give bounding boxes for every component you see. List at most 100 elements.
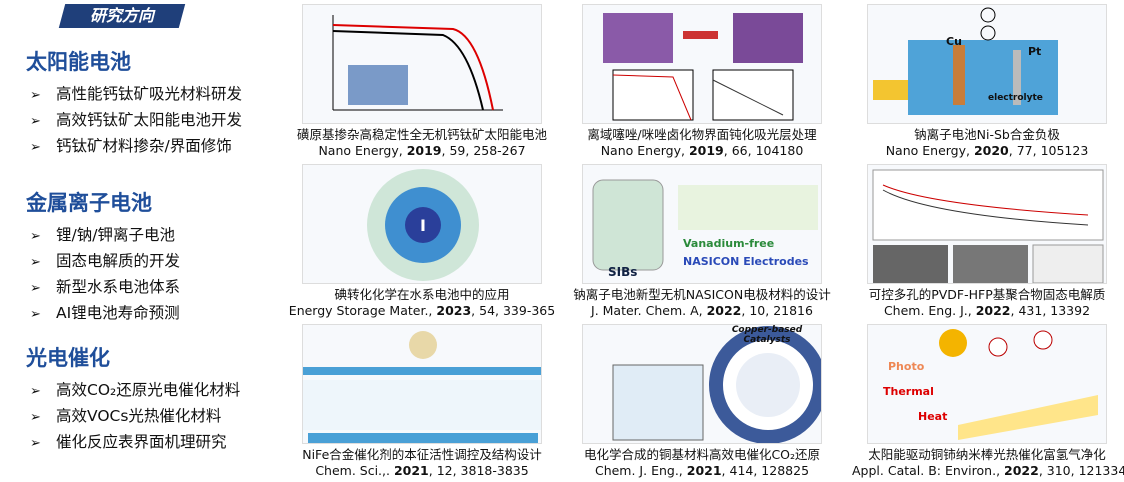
journal: Chem. J. Eng., xyxy=(594,463,687,478)
list-item: ➢ 高效钙钛矿太阳能电池开发 xyxy=(26,108,296,134)
paper-title: 钠离子电池Ni-Sb合金负极 xyxy=(914,127,1060,142)
paper-figure: I xyxy=(302,164,542,284)
paper-title: 碘转化化学在水系电池中的应用 xyxy=(334,287,510,302)
journal: Nano Energy, xyxy=(318,143,407,158)
paper-citation: Chem. Eng. J., 2022, 431, 13392 xyxy=(852,303,1122,319)
paper-card: Copper-based Catalysts 电化学合成的铜基材料高效电催化CO₂… xyxy=(567,324,837,479)
paper-title: 电化学合成的铜基材料高效电催化CO₂还原 xyxy=(583,447,821,462)
item-text: 钙钛矿材料掺杂/界面修饰 xyxy=(56,137,232,155)
paper-title: 离域噻唑/咪唑卤化物界面钝化吸光层处理 xyxy=(587,127,817,142)
volume-pages: , 59, 258-267 xyxy=(441,143,526,158)
year: 2023 xyxy=(436,303,472,318)
journal: J. Mater. Chem. A, xyxy=(591,303,707,318)
volume-pages: , 12, 3818-3835 xyxy=(428,463,529,478)
volume-pages: , 10, 21816 xyxy=(741,303,813,318)
journal: Chem. Sci.,. xyxy=(315,463,394,478)
paper-title: 可控多孔的PVDF-HFP基聚合物固态电解质 xyxy=(868,287,1106,302)
year: 2019 xyxy=(406,143,442,158)
paper-figure: Copper-based Catalysts xyxy=(582,324,822,444)
section-battery: 金属离子电池 ➢ 锂/钠/钾离子电池 ➢ 固态电解质的开发 ➢ 新型水系电池体系 ➢ A… xyxy=(26,187,296,327)
section-badge: 研究方向 xyxy=(58,4,186,28)
journal: Chem. Eng. J., xyxy=(883,303,976,318)
paper-citation: Nano Energy, 2020, 77, 105123 xyxy=(852,143,1122,159)
svg-text:I: I xyxy=(420,216,426,235)
paper-citation: Nano Energy, 2019, 59, 258-267 xyxy=(287,143,557,159)
item-text: AI锂电池寿命预测 xyxy=(56,304,180,322)
figure-label: Thermal xyxy=(883,385,934,398)
year: 2020 xyxy=(973,143,1009,158)
paper-citation: Nano Energy, 2019, 66, 104180 xyxy=(567,143,837,159)
paper-title: NiFe合金催化剂的本征活性调控及结构设计 xyxy=(302,447,542,462)
year: 2019 xyxy=(688,143,724,158)
figure-label: Pt xyxy=(1028,45,1042,58)
year: 2022 xyxy=(706,303,742,318)
list-item: ➢ 新型水系电池体系 xyxy=(26,275,296,301)
volume-pages: , 414, 128825 xyxy=(721,463,810,478)
bullet-icon: ➢ xyxy=(30,88,41,103)
figure-label: Heat xyxy=(918,410,948,423)
bullet-icon: ➢ xyxy=(30,410,41,425)
bullet-icon: ➢ xyxy=(30,255,41,270)
paper-citation: Chem. J. Eng., 2021, 414, 128825 xyxy=(567,463,837,479)
item-text: 固态电解质的开发 xyxy=(56,252,181,270)
list-item: ➢高效CO₂还原光电催化材料 xyxy=(26,378,296,404)
year: 2022 xyxy=(975,303,1011,318)
list-item: ➢ 钙钛矿材料掺杂/界面修饰 xyxy=(26,134,296,160)
figure-label: NASICON Electrodes xyxy=(683,255,809,268)
paper-title: 磺原基掺杂高稳定性全无机钙钛矿太阳能电池 xyxy=(296,127,547,142)
item-text: 新型水系电池体系 xyxy=(56,278,181,296)
year: 2021 xyxy=(393,463,429,478)
year: 2021 xyxy=(686,463,722,478)
figure-label: Vanadium-free xyxy=(683,237,775,250)
journal: Nano Energy, xyxy=(885,143,974,158)
item-text: 催化反应表界面机理研究 xyxy=(56,433,227,451)
bullet-icon: ➢ xyxy=(30,307,41,322)
figure-label: Copper-based Catalysts xyxy=(731,325,803,345)
bullet-icon: ➢ xyxy=(30,281,41,296)
badge-label: 研究方向 xyxy=(89,6,154,25)
list-item: ➢ 锂/钠/钾离子电池 xyxy=(26,223,296,249)
paper-figure xyxy=(867,164,1107,284)
journal: Energy Storage Mater., xyxy=(288,303,437,318)
item-text: 高性能钙钛矿吸光材料研发 xyxy=(56,85,243,103)
bullet-icon: ➢ xyxy=(30,384,41,399)
volume-pages: , 77, 105123 xyxy=(1008,143,1089,158)
figure-label: Cu xyxy=(946,35,962,48)
journal: Nano Energy, xyxy=(600,143,689,158)
paper-figure xyxy=(582,4,822,124)
list-item: ➢ 固态电解质的开发 xyxy=(26,249,296,275)
item-text: 锂/钠/钾离子电池 xyxy=(56,226,175,244)
section-title: 金属离子电池 xyxy=(26,191,152,215)
list-item: ➢ AI锂电池寿命预测 xyxy=(26,301,296,327)
figure-label: electrolyte xyxy=(988,93,1043,103)
bullet-icon: ➢ xyxy=(30,114,41,129)
paper-citation: Chem. Sci.,. 2021, 12, 3818-3835 xyxy=(287,463,557,479)
journal: Appl. Catal. B: Environ., xyxy=(852,463,1005,478)
paper-figure xyxy=(302,324,542,444)
paper-citation: Appl. Catal. B: Environ., 2022, 310, 121… xyxy=(852,463,1124,479)
bullet-icon: ➢ xyxy=(30,436,41,451)
section-catalysis: 光电催化 ➢高效CO₂还原光电催化材料 ➢高效VOCs光热催化材料 ➢催化反应表… xyxy=(26,342,296,456)
volume-pages: , 431, 13392 xyxy=(1010,303,1091,318)
paper-title: 钠离子电池新型无机NASICON电极材料的设计 xyxy=(573,287,831,302)
volume-pages: , 54, 339-365 xyxy=(471,303,556,318)
year: 2022 xyxy=(1004,463,1039,478)
figure-label: SIBs xyxy=(608,265,638,279)
bullet-icon: ➢ xyxy=(30,140,41,155)
item-text: 高效VOCs光热催化材料 xyxy=(56,407,222,425)
list-item: ➢ 催化反应表界面机理研究 xyxy=(26,430,296,456)
section-solar: 太阳能电池 ➢高性能钙钛矿吸光材料研发 ➢高效钙钛矿太阳能电池开发 ➢钙钛矿材料… xyxy=(26,46,296,160)
item-text: 高效钙钛矿太阳能电池开发 xyxy=(56,111,243,129)
figure-label: Photo xyxy=(888,360,925,373)
bullet-icon: ➢ xyxy=(30,229,41,244)
